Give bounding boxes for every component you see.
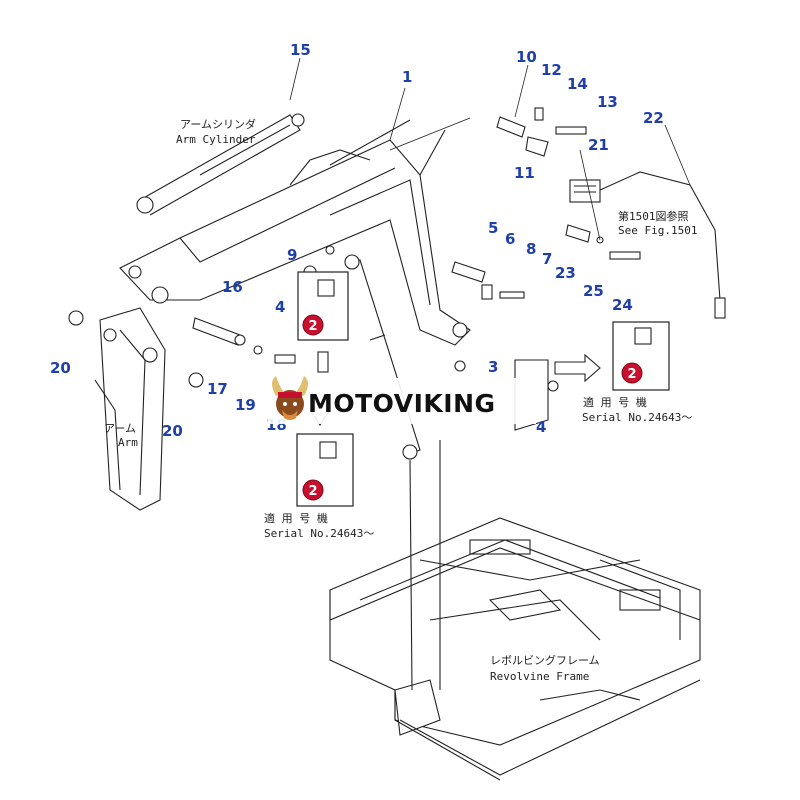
serial-box-lower: 2 xyxy=(296,433,354,507)
revolving-frame xyxy=(329,517,701,781)
callout-9: 9 xyxy=(287,246,297,264)
serial-jp-label-right: 適 用 号 機 xyxy=(583,395,647,409)
callout-13: 13 xyxy=(597,93,618,111)
text-labels: アームシリンダ Arm Cylinder アーム Arm 第1501図参照 Se… xyxy=(104,117,697,683)
badge-2-lower: 2 xyxy=(308,484,317,499)
boom xyxy=(119,119,471,346)
callout-17: 17 xyxy=(207,380,228,398)
arm xyxy=(94,307,166,511)
callout-21: 21 xyxy=(588,136,609,154)
frame-en-label: Revolvine Frame xyxy=(490,670,589,683)
badge-2-right: 2 xyxy=(627,367,636,382)
callout-16: 16 xyxy=(222,278,243,296)
arm-jp-label: アーム xyxy=(104,422,136,435)
serial-en-label-lower: Serial No.24643～ xyxy=(264,527,374,540)
callout-15: 15 xyxy=(290,41,311,59)
see-fig-en-label: See Fig.1501 xyxy=(618,224,697,237)
callout-8: 8 xyxy=(526,240,536,258)
see-fig-jp-label: 第1501図参照 xyxy=(618,209,689,223)
pins-and-hardware xyxy=(68,107,726,431)
callout-12: 12 xyxy=(541,61,562,79)
callout-14: 14 xyxy=(567,75,588,93)
callout-19: 19 xyxy=(235,396,256,414)
callout-20a: 20 xyxy=(50,359,71,377)
serial-box-right: 2 xyxy=(612,321,670,391)
serial-jp-label-lower: 適 用 号 機 xyxy=(264,511,328,525)
callout-6: 6 xyxy=(505,230,515,248)
callout-4a: 4 xyxy=(275,298,285,316)
viking-icon xyxy=(272,376,308,420)
callout-10: 10 xyxy=(516,48,537,66)
watermark-logo: MOTOVIKING xyxy=(268,376,536,424)
callout-1: 1 xyxy=(402,68,412,86)
callout-22: 22 xyxy=(643,109,664,127)
callout-24: 24 xyxy=(612,296,633,314)
callout-11: 11 xyxy=(514,164,535,182)
leader-lines xyxy=(289,57,691,241)
serial-box-upper: 2 xyxy=(297,271,349,341)
callout-7: 7 xyxy=(542,250,552,268)
callout-5: 5 xyxy=(488,219,498,237)
arm-cylinder xyxy=(136,113,305,216)
callout-23: 23 xyxy=(555,264,576,282)
callout-3: 3 xyxy=(488,358,498,376)
frame-jp-label: レボルビングフレーム xyxy=(490,653,600,667)
callout-numbers: 1 2 3 4 4 5 6 7 8 9 10 11 12 13 14 15 16… xyxy=(50,41,664,440)
callout-20b: 20 xyxy=(162,422,183,440)
arm-cylinder-en-label: Arm Cylinder xyxy=(176,133,256,146)
arm-cylinder-jp-label: アームシリンダ xyxy=(180,117,256,131)
callout-25: 25 xyxy=(583,282,604,300)
watermark-text: MOTOVIKING xyxy=(308,389,496,418)
arm-en-label: Arm xyxy=(118,436,138,449)
callout-4b: 4 xyxy=(536,418,546,436)
serial-en-label-right: Serial No.24643～ xyxy=(582,411,692,424)
badge-2-upper: 2 xyxy=(308,319,317,334)
